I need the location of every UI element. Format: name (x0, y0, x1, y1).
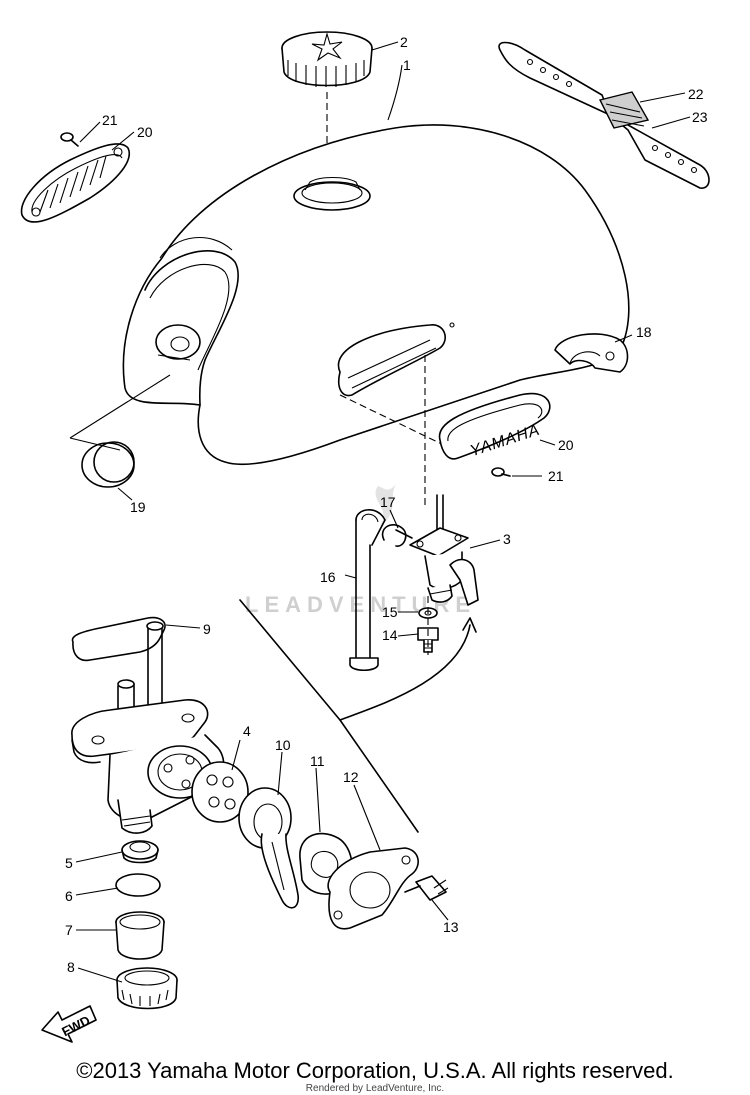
strap-buckle (598, 91, 650, 129)
emblem-plate-left (20, 143, 130, 223)
callout-11: 11 (310, 753, 325, 769)
fuel-cock-assembly (409, 494, 479, 606)
tuning-fork-emblem-icon (311, 32, 343, 62)
strainer-cup-gasket (121, 840, 159, 864)
callout-19: 19 (130, 499, 146, 515)
yamaha-emblem-plate: YAMAHA (438, 392, 551, 460)
strainer-cup (115, 911, 165, 960)
strainer-washer (115, 873, 161, 897)
callout-20-upper: 20 (137, 124, 153, 140)
tank-strap (498, 41, 710, 189)
callout-12: 12 (343, 769, 359, 785)
callout-6: 6 (65, 888, 73, 904)
cup-nut (116, 967, 178, 1010)
fuel-cap (281, 31, 373, 87)
valve-gasket (191, 761, 249, 823)
callout-2: 2 (400, 34, 408, 50)
assembly-connection-line (239, 599, 471, 721)
callout-5: 5 (65, 855, 73, 871)
callout-10: 10 (275, 737, 291, 753)
callout-13: 13 (443, 919, 459, 935)
cover-plate (327, 847, 419, 930)
callout-8: 8 (67, 959, 75, 975)
callout-18: 18 (636, 324, 652, 340)
fuel-pipe (349, 509, 386, 672)
cover-screw (404, 875, 449, 901)
fuel-cock-lever (238, 787, 299, 909)
watermark-flame-icon (375, 484, 396, 526)
callout-numbers: 1 2 3 4 5 6 7 8 9 10 11 12 13 14 15 16 1… (65, 34, 708, 975)
callout-20-lower: 20 (558, 437, 574, 453)
fwd-label: FWD (59, 1013, 92, 1040)
rendered-by-note: Rendered by LeadVenture, Inc. (305, 1083, 445, 1094)
callout-4: 4 (243, 723, 251, 739)
arrow-up-icon (462, 617, 477, 633)
hose-clip (381, 524, 413, 547)
callout-14: 14 (382, 627, 398, 643)
screw-lower-right (491, 467, 511, 477)
callout-7: 7 (65, 922, 73, 938)
callout-9: 9 (203, 621, 211, 637)
callout-16: 16 (320, 569, 336, 585)
forward-direction-indicator: FWD (41, 1005, 97, 1043)
leader-lines (75, 41, 691, 983)
rubber-damper (554, 333, 629, 373)
screw-upper-left (60, 132, 79, 147)
callout-22: 22 (688, 86, 704, 102)
callout-17: 17 (380, 494, 396, 510)
callout-3: 3 (503, 531, 511, 547)
callout-21-upper: 21 (102, 112, 118, 128)
fuel-tank (122, 124, 630, 465)
callout-21-lower: 21 (548, 468, 564, 484)
copyright-notice: ©2013 Yamaha Motor Corporation, U.S.A. A… (76, 1058, 674, 1083)
callout-1: 1 (403, 57, 411, 73)
rubber-cushion (81, 441, 135, 488)
callout-23: 23 (692, 109, 708, 125)
callout-15: 15 (382, 604, 398, 620)
